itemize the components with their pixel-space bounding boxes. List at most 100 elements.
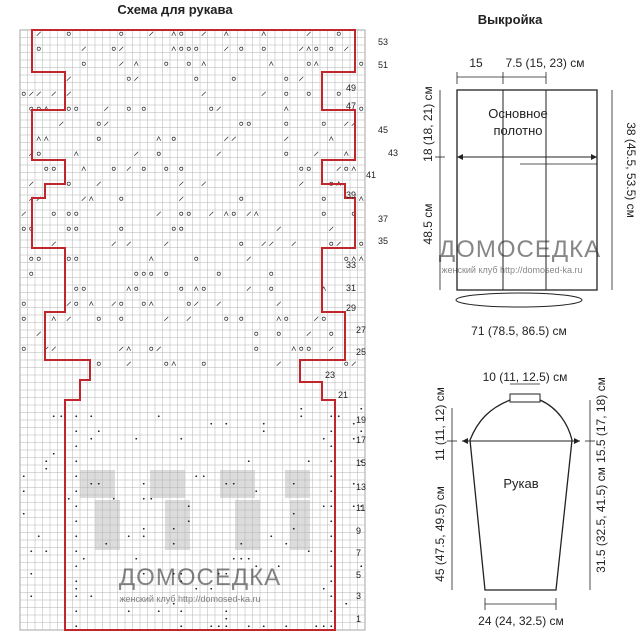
yarn-over-symbol xyxy=(344,256,349,261)
purl-symbol xyxy=(75,550,78,553)
purl-symbol xyxy=(225,610,228,613)
body-pattern: 15 7.5 (15, 23) см 18 (18, 21) см 48.5 с… xyxy=(421,56,638,338)
purl-symbol xyxy=(330,490,333,493)
decrease-symbol xyxy=(36,331,41,336)
purl-symbol xyxy=(225,625,228,628)
yarn-over-symbol xyxy=(321,316,326,321)
purl-symbol xyxy=(142,482,145,485)
decrease-symbol xyxy=(201,181,206,186)
yarn-over-symbol xyxy=(74,256,79,261)
purl-symbol xyxy=(75,460,78,463)
purl-symbol xyxy=(330,580,333,583)
body-top-left: 15 xyxy=(469,56,483,70)
purl-symbol xyxy=(97,482,100,485)
yarn-over-symbol xyxy=(336,31,341,36)
purl-symbol xyxy=(22,512,25,515)
yarn-over-symbol xyxy=(201,361,206,366)
purl-symbol xyxy=(292,527,295,530)
yarn-over-symbol xyxy=(216,271,221,276)
chart-title: Схема для рукава xyxy=(117,2,233,17)
yarn-over-symbol xyxy=(119,196,124,201)
purl-symbol xyxy=(67,497,70,500)
purl-symbol xyxy=(172,602,175,605)
yarn-over-symbol xyxy=(194,46,199,51)
sleeve-label: Рукав xyxy=(503,476,538,491)
decrease-symbol xyxy=(59,121,64,126)
decrease-symbol xyxy=(224,136,229,141)
decrease-symbol xyxy=(261,91,266,96)
yarn-over-symbol xyxy=(186,46,191,51)
purl-symbol xyxy=(97,430,100,433)
decrease-symbol xyxy=(246,211,251,216)
purl-symbol xyxy=(262,625,265,628)
body-right: 38 (45.5, 53.5) см xyxy=(624,122,638,218)
yarn-over-symbol xyxy=(74,106,79,111)
purl-symbol xyxy=(75,445,78,448)
purl-symbol xyxy=(112,497,115,500)
decrease-symbol xyxy=(269,241,274,246)
purl-symbol xyxy=(30,572,33,575)
yarn-over-symbol xyxy=(179,211,184,216)
yarn-over-symbol xyxy=(329,46,334,51)
yarn-over-symbol xyxy=(141,106,146,111)
decrease-symbol xyxy=(216,106,221,111)
yarn-over-symbol xyxy=(66,106,71,111)
purl-symbol xyxy=(217,572,220,575)
decrease-symbol xyxy=(224,46,229,51)
purl-symbol xyxy=(292,482,295,485)
yarn-over-symbol xyxy=(51,166,56,171)
decrease-symbol xyxy=(126,166,131,171)
decrease-symbol xyxy=(29,91,34,96)
decrease-symbol xyxy=(261,241,266,246)
purl-symbol xyxy=(75,535,78,538)
purl-symbol xyxy=(330,595,333,598)
decrease-symbol xyxy=(134,151,139,156)
purl-symbol xyxy=(330,610,333,613)
decrease-symbol xyxy=(156,346,161,351)
purl-symbol xyxy=(360,407,363,410)
purl-symbol xyxy=(360,505,363,508)
decrease-symbol xyxy=(246,286,251,291)
row-label: 35 xyxy=(378,236,388,246)
purl-symbol xyxy=(322,587,325,590)
purl-symbol xyxy=(210,422,213,425)
decrease-symbol xyxy=(194,301,199,306)
decrease-symbol xyxy=(216,151,221,156)
row-label: 5 xyxy=(356,570,361,580)
purl-symbol xyxy=(262,430,265,433)
purl-symbol xyxy=(135,437,138,440)
purl-symbol xyxy=(45,460,48,463)
purl-symbol xyxy=(330,505,333,508)
decrease-symbol xyxy=(291,241,296,246)
decrease-symbol xyxy=(51,241,56,246)
purl-symbol xyxy=(157,610,160,613)
double-decrease-symbol xyxy=(193,285,199,291)
yarn-over-symbol xyxy=(66,181,71,186)
yarn-over-symbol xyxy=(329,331,334,336)
purl-symbol xyxy=(135,557,138,560)
row-label: 27 xyxy=(356,325,366,335)
purl-symbol xyxy=(225,482,228,485)
decrease-symbol xyxy=(179,196,184,201)
double-decrease-symbol xyxy=(51,315,57,321)
double-decrease-symbol xyxy=(261,30,267,36)
decrease-symbol xyxy=(351,361,356,366)
yarn-over-symbol xyxy=(359,106,364,111)
yarn-over-symbol xyxy=(156,151,161,156)
purl-symbol xyxy=(90,595,93,598)
sleeve-stitch-chart: 5351494745434139373533312927252321191715… xyxy=(19,29,398,631)
yarn-over-symbol xyxy=(21,91,26,96)
purl-symbol xyxy=(240,557,243,560)
decrease-symbol xyxy=(126,241,131,246)
purl-symbol xyxy=(330,445,333,448)
yarn-over-symbol xyxy=(66,31,71,36)
purl-symbol xyxy=(210,587,213,590)
decrease-symbol xyxy=(276,361,281,366)
purl-symbol xyxy=(90,482,93,485)
purl-symbol xyxy=(75,580,78,583)
decrease-symbol xyxy=(104,121,109,126)
decrease-symbol xyxy=(36,31,41,36)
row-label: 19 xyxy=(356,415,366,425)
row-label: 17 xyxy=(356,435,366,445)
sleeve-right-upper: 15.5 (17, 18) см xyxy=(594,377,608,463)
